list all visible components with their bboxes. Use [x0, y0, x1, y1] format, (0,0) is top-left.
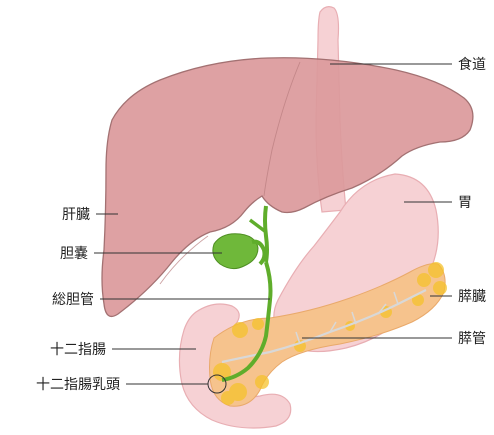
label-esophagus: 食道	[458, 56, 486, 73]
label-pancreas: 膵臓	[458, 289, 486, 305]
hepatic-duct	[265, 206, 267, 262]
label-duodenum: 十二指腸	[50, 342, 106, 358]
label-liver: 肝臓	[62, 207, 90, 223]
label-stomach: 胃	[458, 195, 472, 211]
label-duodenal-papilla: 十二指腸乳頭	[36, 377, 120, 393]
label-gallbladder: 胆嚢	[60, 246, 88, 262]
label-pancreatic-duct: 膵管	[458, 331, 486, 347]
label-common-bile-duct: 総胆管	[52, 292, 94, 308]
gallbladder-shape	[213, 234, 258, 269]
